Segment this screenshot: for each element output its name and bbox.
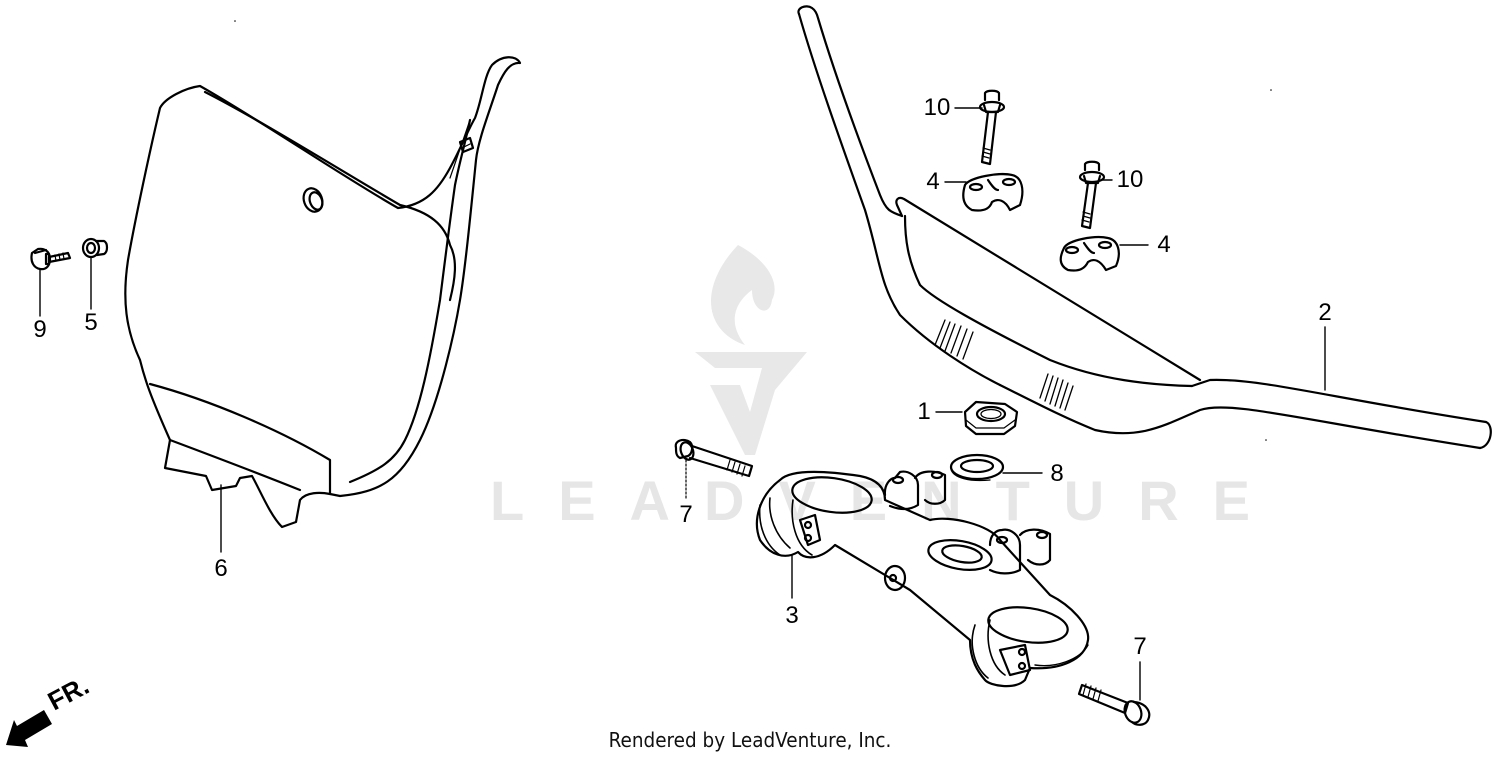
hex-nut-1-part [963,400,1019,436]
number-plate-part [124,56,522,529]
handlebar-part [797,5,1492,450]
callout-7-left[interactable]: 7 [679,501,693,528]
callout-4-upper[interactable]: 4 [926,168,940,195]
holder-4a-part [962,173,1024,212]
callout-5[interactable]: 5 [84,309,98,336]
holder-4b-part [1059,236,1120,272]
callout-8[interactable]: 8 [1050,460,1064,487]
bolt-7a-part [674,438,754,478]
grommet-5-part [81,237,109,259]
bolt-9-part [30,247,72,271]
rendered-by-footer: Rendered by LeadVenture, Inc. [608,728,892,752]
callout-1[interactable]: 1 [917,398,931,425]
callout-9[interactable]: 9 [33,316,47,343]
callout-2[interactable]: 2 [1318,299,1332,326]
callout-3[interactable]: 3 [785,602,799,629]
bolt-10b-part [1078,160,1106,230]
callout-6[interactable]: 6 [214,555,228,582]
bolt-10a-part [978,89,1006,166]
callout-10-lower[interactable]: 10 [1116,166,1144,193]
arrow-down-left-icon [6,710,52,747]
callout-4-lower[interactable]: 4 [1157,231,1171,258]
bolt-7b-part [1077,683,1151,726]
callout-7-right[interactable]: 7 [1133,633,1147,660]
triple-clamp-3-part [755,470,1090,688]
callout-10-upper[interactable]: 10 [923,94,951,121]
washer-8-part [949,453,1005,482]
